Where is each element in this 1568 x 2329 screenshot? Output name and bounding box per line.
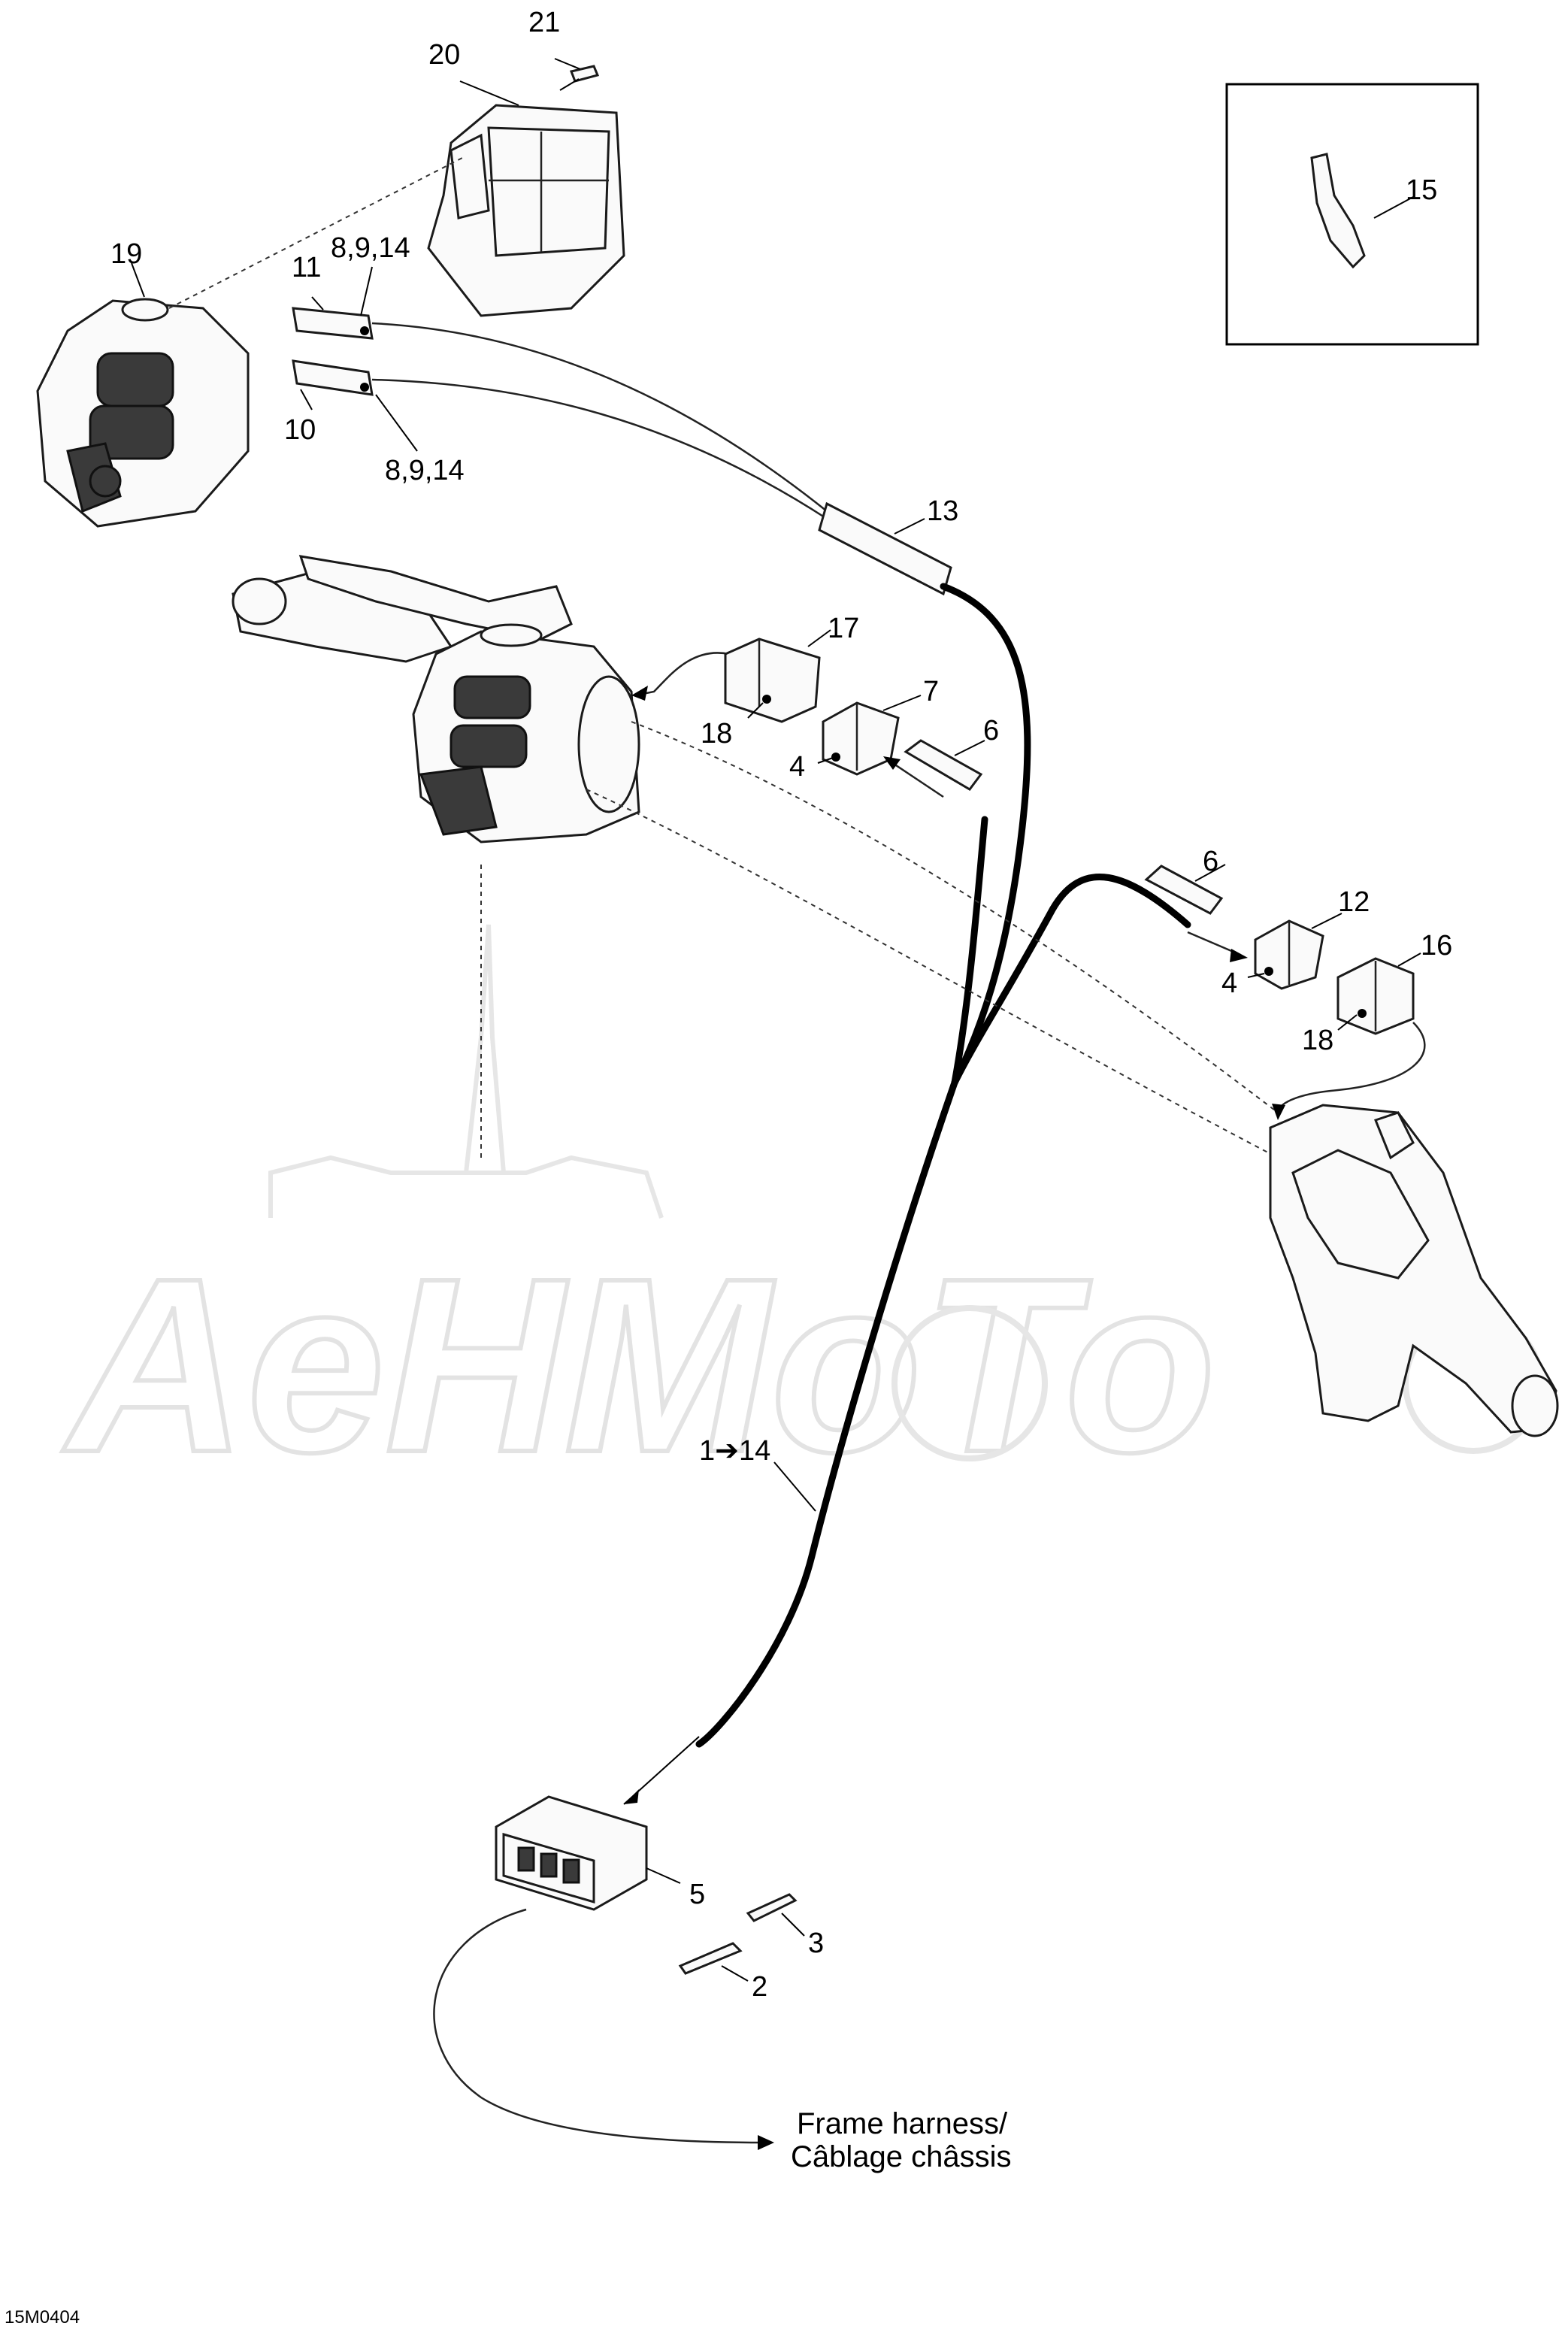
label-13: 13: [927, 495, 958, 527]
label-10: 10: [284, 414, 316, 446]
tube-6a: [883, 739, 985, 798]
right-grip-assembly: [1269, 1104, 1559, 1437]
cable-tie-icon: [1310, 153, 1366, 269]
caption-line-2: Câblage châssis: [791, 2140, 1012, 2173]
label-11: 11: [292, 252, 321, 283]
inset-box: [1225, 83, 1479, 346]
watermark: AeHMoTo: [58, 924, 1544, 1506]
label-15: 15: [1406, 174, 1437, 206]
connector-16: [1272, 952, 1426, 1120]
label-1-to-14: 1➔14: [699, 1435, 770, 1467]
label-20: 20: [428, 39, 460, 71]
terminal-3: [746, 1893, 805, 1937]
screw-icon: [569, 65, 600, 83]
connector-11: [292, 266, 374, 340]
connector-12: [1247, 913, 1342, 990]
label-21: 21: [528, 7, 560, 38]
connector-17: [724, 629, 831, 723]
label-17: 17: [828, 613, 859, 644]
callout-labels: 21 20 19 11 8,9,14 10 8,9,14 15 13 17 7 …: [110, 7, 1452, 2003]
label-7: 7: [923, 676, 939, 707]
label-12: 12: [1338, 886, 1370, 918]
switch-housing-cover: [427, 58, 625, 317]
label-8-9-14-top: 8,9,14: [331, 232, 410, 264]
label-2: 2: [752, 1971, 767, 2003]
label-6-right: 6: [1203, 846, 1218, 877]
handlebar-switch-assembly: [232, 555, 640, 1158]
label-8-9-14-bottom: 8,9,14: [385, 455, 465, 486]
label-5: 5: [689, 1879, 705, 1910]
terminal-2: [678, 1942, 749, 1982]
connector-7: [817, 695, 922, 776]
diagram-code: 15M0404: [5, 2307, 80, 2327]
label-4-right: 4: [1221, 968, 1237, 999]
frame-harness-caption: Frame harness/ Câblage châssis: [791, 2107, 1012, 2173]
caption-line-1: Frame harness/: [797, 2107, 1008, 2140]
label-3: 3: [808, 1928, 824, 1959]
connector-10: [292, 359, 418, 452]
label-16: 16: [1421, 930, 1452, 962]
connector-housing-5: [433, 1795, 774, 2150]
main-harness: [623, 583, 1191, 1805]
label-18-left: 18: [701, 718, 732, 750]
tube-6b: [1144, 864, 1248, 962]
label-4-left: 4: [789, 751, 805, 783]
label-6-left: 6: [983, 715, 999, 747]
label-18-right: 18: [1302, 1025, 1333, 1056]
sleeve-13: [818, 501, 952, 596]
label-19: 19: [110, 238, 142, 270]
left-switch-assembly: [36, 157, 463, 528]
watermark-text: AeHMoTo: [60, 1226, 1216, 1504]
